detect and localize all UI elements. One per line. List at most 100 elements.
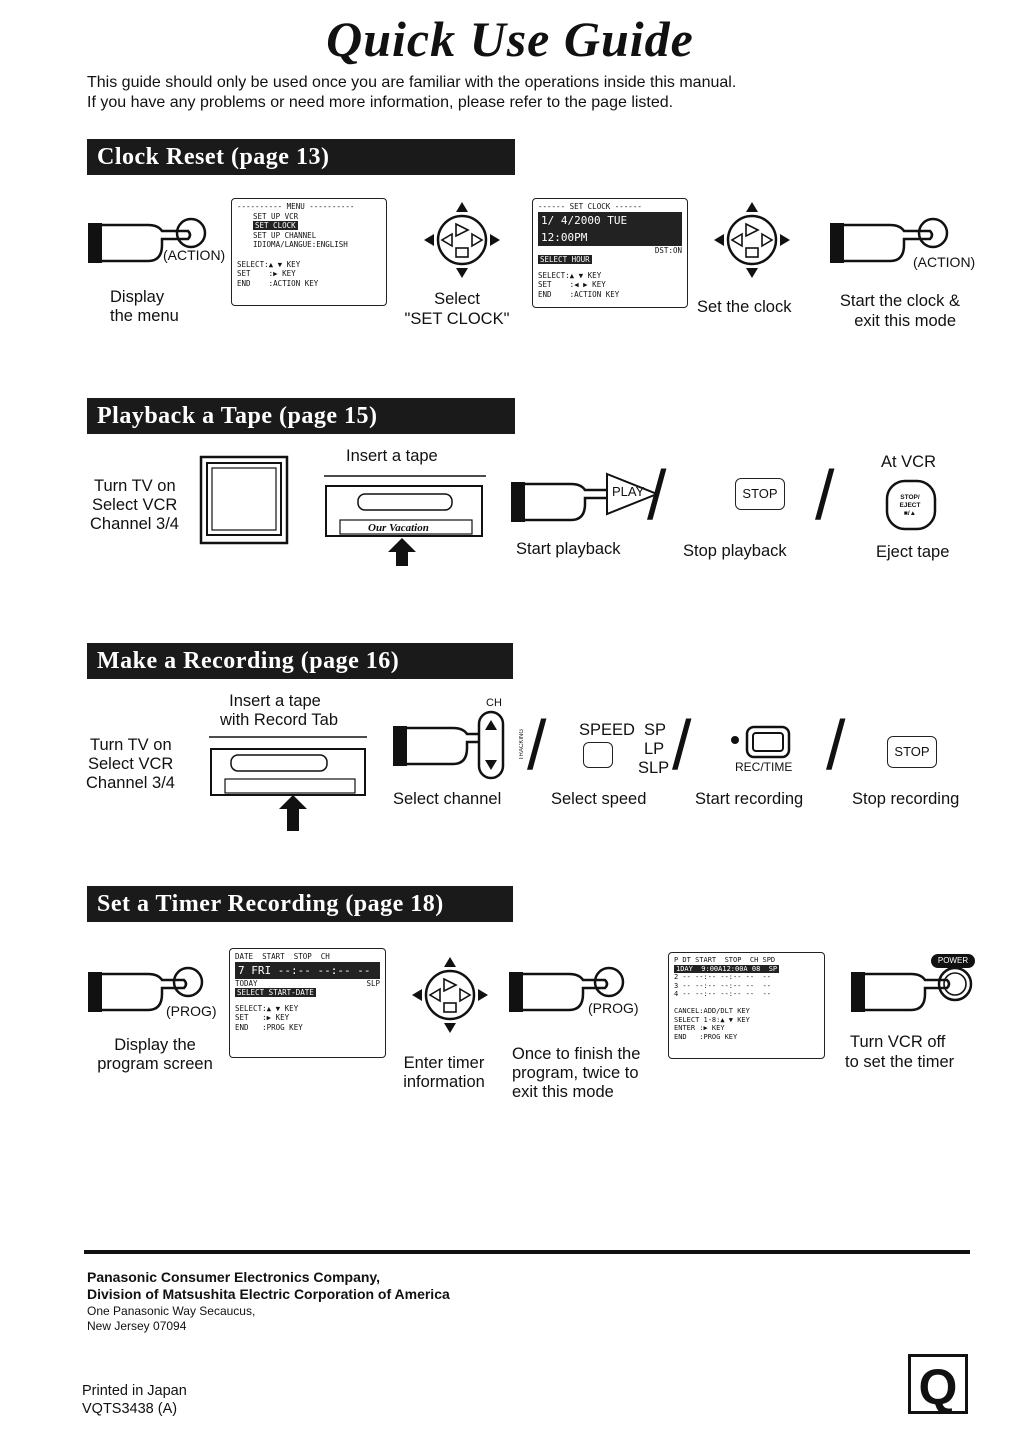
step-select-channel: Select channel [393,790,502,808]
step-finish-2: program, twice to [512,1064,639,1082]
power-key-label: POWER [931,954,975,968]
menu-screen: ---------- MENU ---------- SET UP VCR SE… [231,198,387,306]
footer-address-2: New Jersey 07094 [87,1319,187,1333]
step-enter-timer-2: information [403,1073,485,1091]
step-select-2: "SET CLOCK" [404,310,510,328]
tv-icon [199,455,289,545]
eject-key-line-3: ■/▲ [903,510,917,517]
footer-company: Panasonic Consumer Electronics Company, [87,1269,381,1285]
timer-list-enter: ENTER :▶ KEY [674,1024,725,1033]
timer-list-end: END :PROG KEY [674,1032,738,1041]
program-screen-value: 7 FRI --:-- --:-- -- [235,961,380,979]
set-clock-screen: ------ SET CLOCK ------ 1/ 4/2000 TUE 12… [532,198,688,308]
timer-list-row-3: 3 -- --:-- --:-- -- -- [674,981,771,990]
menu-screen-title: ---------- MENU ---------- [237,202,355,211]
rec-time-label: REC/TIME [735,760,793,774]
step-finish-1: Once to finish the [512,1045,641,1063]
timer-list-cancel: CANCEL:ADD/DLT KEY [674,1006,750,1015]
timer-list-row-2: 2 -- --:-- --:-- -- -- [674,973,771,982]
step-display-menu-2: the menu [110,307,179,325]
intro-line-2: If you have any problems or need more in… [87,94,674,111]
menu-item-setup-vcr: SET UP VCR [253,211,299,221]
program-screen-highlight: SELECT START-DATE [235,988,316,997]
timer-list-row-4: 4 -- --:-- --:-- -- -- [674,990,771,999]
stop-button-icon: STOP [735,478,785,510]
clock-screen-title: ------ SET CLOCK ------ [538,202,642,211]
section-header-timer: Set a Timer Recording (page 18) [87,886,513,922]
footer-printed: Printed in Japan [82,1383,187,1399]
step-finish-3: exit this mode [512,1083,614,1101]
insert-record-tab-2: with Record Tab [219,711,338,729]
menu-select-key: SELECT:▲ ▼ KEY [237,259,301,269]
today-label: TODAY [235,978,258,988]
speed-button-icon [583,742,613,768]
step-start-clock-2: exit this mode [854,312,956,330]
speed-label: SPEED [579,721,635,739]
clock-select-key: SELECT:▲ ▼ KEY [538,270,602,280]
section-header-recording: Make a Recording (page 16) [87,643,513,679]
step-select-1: Select [434,290,480,308]
ch-label: CH [486,697,502,709]
prog-label-1: (PROG) [166,1003,217,1019]
hand-channel-icon [393,710,505,780]
timer-list-select: SELECT 1-8:▲ ▼ KEY [674,1015,750,1024]
menu-set-key: SET :▶ KEY [237,269,296,278]
step-turn-off-2: to set the timer [845,1053,955,1071]
footer-division: Division of Matsushita Electric Corporat… [87,1286,450,1302]
record-button-icon [731,725,791,759]
eject-key-line-1: STOP/ [900,494,920,501]
action-label-1: (ACTION) [163,247,226,263]
turn-tv-line-1: Turn TV on [94,477,176,495]
divider-slash: / [647,456,667,534]
insert-tape-label: Insert a tape [346,447,438,465]
hand-prog-icon [88,966,204,1012]
timer-list-row-1: 1DAY 9:00A12:00A 08 SP [674,964,780,973]
insert-record-tab-1: Insert a tape [229,692,321,710]
menu-end-key: END :ACTION KEY [237,278,319,288]
divider-slash: / [527,706,547,784]
footer-address-1: One Panasonic Way Secaucus, [87,1304,256,1318]
step-stop-recording: Stop recording [852,790,960,808]
speed-sp: SP [644,721,667,739]
clock-set-key: SET :◀ ▶ KEY [538,280,606,289]
prog-set-key: SET :▶ KEY [235,1013,290,1022]
step-display-menu-1: Display [110,288,165,306]
eject-key-line-2: EJECT [899,502,921,509]
section-header-playback: Playback a Tape (page 15) [87,398,515,434]
prog-label-2: (PROG) [588,1000,639,1016]
eject-button-icon [885,479,937,531]
program-screen: DATE START STOP CH 7 FRI --:-- --:-- -- … [229,948,386,1058]
prog-select-key: SELECT:▲ ▼ KEY [235,1003,299,1013]
step-set-clock: Set the clock [697,298,792,316]
footer-code: VQTS3438 (A) [82,1401,178,1417]
divider-slash: / [826,706,846,784]
section-header-clock: Clock Reset (page 13) [87,139,515,175]
stop-button-icon: STOP [887,736,937,768]
step-stop-playback: Stop playback [683,542,787,560]
step-display-program-2: program screen [97,1055,213,1073]
step-start-playback: Start playback [516,540,621,558]
clock-screen-value: 1/ 4/2000 TUE 12:00PM [538,211,682,246]
tape-insert-icon [209,736,367,831]
program-screen-head: DATE START STOP CH [235,952,330,961]
joystick-icon [714,202,790,278]
turn-tv-line-3: Channel 3/4 [90,515,179,533]
menu-item-language: IDIOMA/LANGUE:ENGLISH [253,240,348,249]
hand-play-icon [511,472,660,522]
divider-slash: / [815,456,835,534]
clock-end-key: END :ACTION KEY [538,289,620,299]
divider-slash: / [672,706,692,784]
at-vcr-label: At VCR [881,453,937,471]
step-start-recording: Start recording [695,790,804,808]
timer-list-head: P DT START STOP CH SPD [674,956,776,964]
turn-tv-line-2: Select VCR [92,496,178,514]
intro-line-1: This guide should only be used once you … [87,74,737,91]
page-title: Quick Use Guide [326,11,694,67]
play-key-label: PLAY [612,484,645,499]
prog-end-key: END :PROG KEY [235,1022,303,1032]
hand-power-icon [851,966,973,1012]
slp-label: SLP [366,978,380,988]
hand-prog-icon [509,966,625,1012]
joystick-icon [412,957,488,1033]
action-label-2: (ACTION) [913,254,976,270]
